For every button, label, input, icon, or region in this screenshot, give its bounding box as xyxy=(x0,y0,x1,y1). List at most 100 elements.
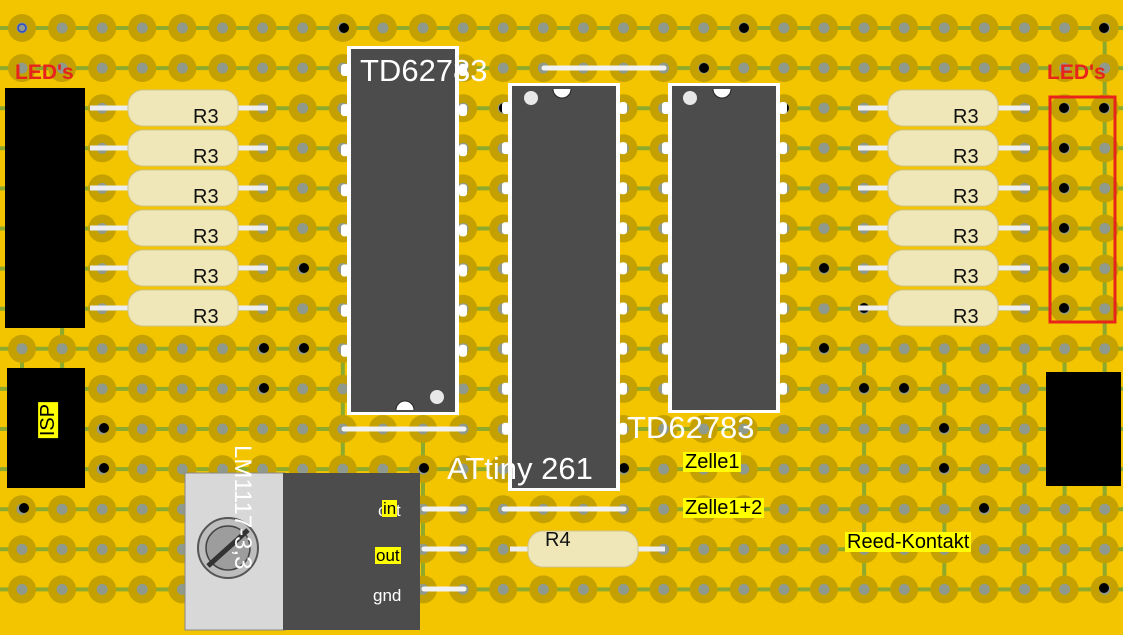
chip-pin xyxy=(502,262,510,275)
pad-hole xyxy=(858,583,870,595)
pad-hole xyxy=(858,423,870,435)
pad-hole xyxy=(778,503,790,515)
origin-marker xyxy=(17,23,27,33)
pad-hole xyxy=(978,343,990,355)
pad-hole xyxy=(898,463,910,475)
resistor-label-left: R3 xyxy=(193,106,219,128)
chip-pin xyxy=(459,184,467,197)
pad-hole xyxy=(658,463,670,475)
solder-point xyxy=(419,463,429,473)
pad-hole xyxy=(818,383,830,395)
pad-hole xyxy=(898,343,910,355)
resistor-label-right: R3 xyxy=(953,306,979,328)
pad-hole xyxy=(96,503,108,515)
solder-point xyxy=(819,263,829,273)
pad-hole xyxy=(818,62,830,74)
pad-hole xyxy=(16,583,28,595)
chip-pin xyxy=(459,304,467,317)
chip-pin xyxy=(662,102,670,114)
pad-hole xyxy=(136,423,148,435)
resistor-label-r4: R4 xyxy=(545,529,571,551)
pad-hole xyxy=(818,182,830,194)
pad-hole xyxy=(978,62,990,74)
resistor-body xyxy=(127,129,239,167)
pad-hole xyxy=(217,463,228,475)
pad-hole xyxy=(176,383,188,395)
pad-hole xyxy=(1019,343,1030,355)
chip-pin xyxy=(662,142,670,155)
pad-hole xyxy=(778,62,790,74)
chip-pin xyxy=(619,222,627,235)
pad-hole xyxy=(1099,182,1111,194)
chip-label-attiny: ATtiny 261 xyxy=(447,451,593,486)
pad-hole xyxy=(898,503,910,515)
pad-hole xyxy=(1019,503,1030,515)
resistor-r4 xyxy=(510,530,665,568)
solder-point xyxy=(299,263,309,273)
chip-pin xyxy=(341,64,349,76)
pad-hole xyxy=(858,463,870,475)
chip-pin xyxy=(619,302,627,315)
pad-hole xyxy=(818,303,830,315)
chip-pin xyxy=(619,102,627,114)
solder-point xyxy=(1099,103,1109,113)
pad-hole xyxy=(297,182,309,194)
pad-hole xyxy=(1059,583,1071,595)
solder-point xyxy=(859,383,869,393)
pad-hole xyxy=(618,583,629,595)
chip-pin xyxy=(619,182,627,195)
pad-hole xyxy=(337,383,349,395)
chip-pin xyxy=(502,422,510,435)
solder-point xyxy=(99,463,109,473)
resistor-body xyxy=(127,249,239,287)
resistor-body xyxy=(127,169,239,207)
chip-pin xyxy=(779,182,787,195)
chip-pin xyxy=(502,142,510,155)
pad-hole xyxy=(1019,543,1030,555)
pad-hole xyxy=(56,343,68,355)
pad-hole xyxy=(497,463,509,475)
net-label-reed-kontakt: Reed-Kontakt xyxy=(845,531,972,553)
pad-hole xyxy=(818,22,830,34)
resistor-label-right: R3 xyxy=(953,266,979,288)
pad-hole xyxy=(297,62,309,74)
pad-hole xyxy=(297,463,309,475)
pad-hole xyxy=(978,423,990,435)
regulator-pin-in: in xyxy=(382,499,398,518)
solder-point xyxy=(1059,303,1069,313)
chip-pin xyxy=(619,262,627,275)
resistor-label-left: R3 xyxy=(193,146,219,168)
pad-hole xyxy=(217,22,228,34)
pad-hole xyxy=(1019,463,1030,475)
pad-hole xyxy=(1099,62,1111,74)
solder-point xyxy=(939,423,949,433)
pad-hole xyxy=(1059,343,1071,355)
pad-hole xyxy=(1019,583,1030,595)
chip-attiny-261 xyxy=(508,83,620,491)
pad-hole xyxy=(1019,383,1030,395)
pad-hole xyxy=(377,22,389,34)
pad-hole xyxy=(136,503,148,515)
pad-hole xyxy=(537,583,549,595)
solder-point xyxy=(819,343,829,353)
pad-hole xyxy=(257,22,269,34)
solder-point xyxy=(99,423,109,433)
resistor-body xyxy=(887,129,999,167)
pad-hole xyxy=(217,423,228,435)
pad-hole xyxy=(257,463,269,475)
pad-hole xyxy=(497,543,509,555)
chip-pin xyxy=(662,302,670,315)
chip-pin xyxy=(341,344,349,357)
pad-hole xyxy=(577,583,589,595)
pad-hole xyxy=(577,22,589,34)
pad-hole xyxy=(858,62,870,74)
pad-hole xyxy=(1059,543,1071,555)
regulator-label: LM1117-3,3 xyxy=(229,445,256,570)
pad-hole xyxy=(858,503,870,515)
solder-point xyxy=(619,463,629,473)
pad-hole xyxy=(738,583,750,595)
pad-hole xyxy=(1019,423,1030,435)
pad-hole xyxy=(217,383,228,395)
pad-hole xyxy=(377,463,389,475)
led-label-left: LED's xyxy=(15,61,74,84)
